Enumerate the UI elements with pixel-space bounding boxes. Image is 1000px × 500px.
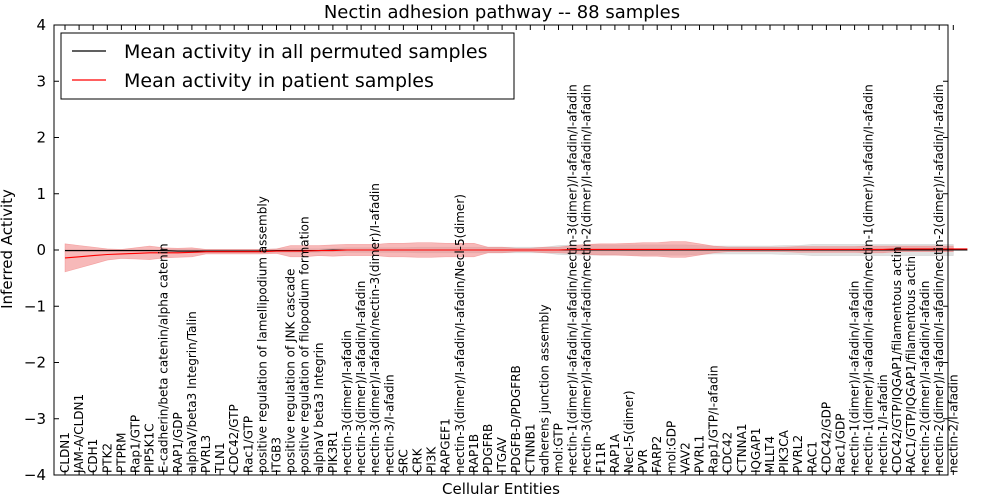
x-category-label: nectin-3(dimer)/I-afadin/nectin-3(dimer)…	[368, 183, 382, 473]
y-tick-label: −1	[24, 297, 46, 315]
legend-box	[60, 32, 515, 100]
x-category-label: alphaV beta3 Integrin	[312, 342, 326, 473]
x-category-label: nectin-2/I-afadin	[946, 374, 960, 473]
legend-entry-permuted-label: Mean activity in all permuted samples	[124, 41, 487, 63]
x-category-label: nectin-3(dimer)/I-afadin/I-afadin/Necl-5…	[453, 194, 467, 473]
x-category-label: nectin-1(dimer)/I-afadin/I-afadin/nectin…	[566, 84, 580, 473]
y-tick-label: 1	[36, 185, 46, 203]
x-category-label: RAC1	[805, 441, 819, 473]
plot-area	[64, 241, 968, 273]
x-category-label: PDGFB-D/PDGFRB	[509, 365, 523, 473]
y-tick-label: −4	[24, 466, 46, 484]
x-category-label: RAC1/GTP/IQGAP1/filamentous actin	[904, 256, 918, 473]
x-category-label: MLLT4	[763, 436, 777, 473]
x-category-label: alphaV/beta3 Integrin/Talin	[185, 311, 199, 473]
x-category-label: nectin-1(dimer)/I-afadin/I-afadin/nectin…	[862, 84, 876, 473]
x-category-label: RAPGEF1	[439, 418, 453, 473]
y-tick-label: 2	[36, 129, 46, 147]
x-category-label: PTPRM	[114, 433, 128, 474]
legend: Mean activity in all permuted samplesMea…	[60, 32, 515, 100]
chart-title: Nectin adhesion pathway -- 88 samples	[324, 2, 680, 23]
x-category-label: PDGFRB	[481, 424, 495, 473]
x-category-label: RAP1A	[608, 433, 622, 473]
x-category-label: JAM-A/CLDN1	[72, 394, 86, 474]
x-category-label: Rap1/GTP/I-afadin	[707, 365, 721, 473]
legend-entry-patient-label: Mean activity in patient samples	[124, 70, 434, 92]
y-axis: 4 3 2 1 0 −1 −2 −3 −4	[24, 16, 948, 484]
x-category-label: PTK2	[100, 443, 114, 473]
x-category-label: ITGB3	[270, 437, 284, 473]
x-category-label: positive regulation of filopodium format…	[298, 216, 312, 473]
x-axis-title: Cellular Entities	[442, 480, 560, 498]
x-category-label: Necl-5(dimer)	[622, 390, 636, 473]
x-category-label: E-cadherin/beta catenin/alpha catenin	[157, 243, 171, 473]
patient-mean-line	[64, 248, 968, 259]
x-category-label: PI3K	[425, 446, 439, 473]
x-category-label: CTNNB1	[523, 423, 537, 473]
x-category-label: PIK3R1	[326, 431, 340, 473]
x-category-label: CDC42	[721, 432, 735, 473]
x-category-label: IQGAP1	[749, 428, 763, 473]
x-category-label: F11R	[594, 442, 608, 473]
x-category-label: ITGAV	[495, 436, 509, 473]
x-category-label: positive regulation of lamellipodium ass…	[255, 196, 269, 473]
x-category-label: Rac1/GTP	[241, 416, 255, 473]
x-category-label: mol:GDP	[664, 421, 678, 473]
x-category-label: nectin-3(dimer)/I-afadin/I-afadin	[354, 281, 368, 473]
y-tick-label: 4	[36, 16, 46, 34]
x-category-label: CDH1	[86, 439, 100, 473]
x-category-label: RAP1/GDP	[171, 412, 185, 473]
x-category-label: TLN1	[213, 442, 227, 474]
x-category-label: RAP1B	[467, 434, 481, 473]
x-category-label: nectin-2(dimer)/I-afadin/I-afadin	[918, 281, 932, 473]
x-category-label: nectin-3(dimer)/I-afadin/I-afadin/nectin…	[580, 84, 594, 473]
y-tick-label: 3	[36, 72, 46, 90]
x-category-label: Rap1/GTP	[129, 415, 143, 473]
x-category-label: Rac1/GDP	[834, 414, 848, 473]
x-category-label: PVRL2	[791, 435, 805, 473]
y-axis-title: Inferred Activity	[0, 189, 16, 309]
x-category-label: PVR	[636, 449, 650, 473]
x-category-label: CTNNA1	[735, 423, 749, 473]
x-category-label: CLDN1	[58, 432, 72, 473]
x-category-label: PVRL1	[693, 435, 707, 473]
y-tick-label: −2	[24, 354, 46, 372]
x-category-label: PIK3CA	[777, 429, 791, 473]
x-category-label: CDC42/GTP/IQGAP1/filamentous actin	[890, 247, 904, 473]
x-category-label: CDC42/GDP	[819, 402, 833, 473]
y-tick-label: −3	[24, 410, 46, 428]
x-category-label: nectin-3/I-afadin	[382, 374, 396, 473]
x-category-label: PIP5K1C	[143, 423, 157, 473]
x-category-label: PVRL3	[199, 435, 213, 473]
x-category-label: nectin-3(dimer)/I-afadin	[340, 330, 354, 473]
x-category-label: CDC42/GTP	[227, 404, 241, 473]
x-category-label: nectin-1(dimer)/I-afadin/I-afadin	[848, 281, 862, 473]
x-category-label: nectin-2(dimer)/I-afadin/I-afadin/nectin…	[932, 84, 946, 473]
x-category-label: SRC	[396, 449, 410, 473]
x-category-label: mol:GTP	[552, 423, 566, 473]
x-category-label: FARP2	[650, 436, 664, 473]
x-category-label: positive regulation of JNK cascade	[284, 269, 298, 473]
x-category-label: VAV2	[678, 442, 692, 473]
x-category-label: CRK	[411, 447, 425, 473]
y-tick-label: 0	[36, 241, 46, 259]
x-category-label: adherens junction assembly	[537, 304, 551, 473]
x-category-label: nectin-1/I-afadin	[876, 374, 890, 473]
